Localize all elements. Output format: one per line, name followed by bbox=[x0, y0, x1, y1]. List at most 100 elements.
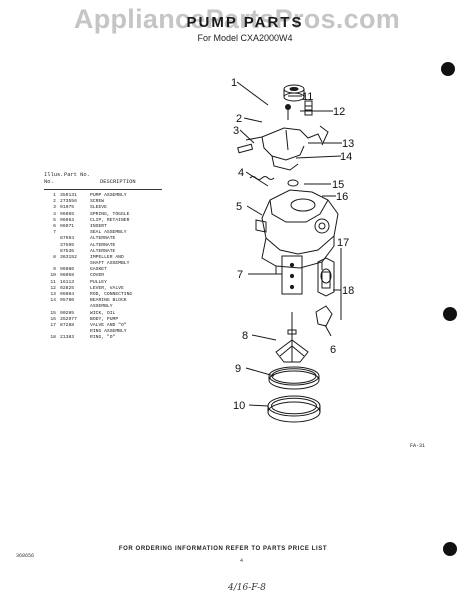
header-description: DESCRIPTION bbox=[100, 179, 136, 185]
callout-15: 15 bbox=[332, 179, 344, 191]
callout-10: 10 bbox=[233, 400, 245, 412]
illus-no-cell: 4 bbox=[53, 211, 56, 217]
callout-13: 13 bbox=[342, 138, 354, 150]
illus-no-cell: 3 bbox=[53, 205, 56, 211]
callout-12: 12 bbox=[333, 106, 345, 118]
callout-2: 2 bbox=[236, 113, 242, 125]
part-no-cell: 273556 bbox=[60, 199, 77, 205]
table-row: 3 91075 SLEEVE bbox=[44, 205, 174, 211]
part-no-cell: 16113 bbox=[60, 279, 75, 285]
header-illus-no: Illus. No. bbox=[44, 172, 64, 185]
table-row: 2 273556 SCREW bbox=[44, 199, 174, 205]
part-no-cell: 96084 bbox=[60, 292, 75, 297]
illus-no-cell: 9 bbox=[53, 267, 56, 273]
model-subtitle: For Model CXA2000W4 bbox=[197, 33, 293, 43]
description-cell: RING ASSEMBLY bbox=[90, 329, 127, 335]
callout-5: 5 bbox=[236, 201, 242, 213]
part-no-cell: 96065 bbox=[60, 211, 75, 217]
description-cell: VALVE AND "O" bbox=[90, 322, 127, 328]
callout-6: 6 bbox=[330, 344, 336, 356]
callout-1: 1 bbox=[231, 77, 237, 89]
part-no-cell: 352977 bbox=[60, 316, 77, 322]
ordering-note: FOR ORDERING INFORMATION REFER TO PARTS … bbox=[118, 546, 328, 552]
description-cell: ALTERNATE bbox=[90, 242, 116, 248]
table-row: 87536 ALTERNATE bbox=[44, 249, 174, 255]
illus-no-cell: 10 bbox=[50, 273, 56, 279]
callout-8: 8 bbox=[242, 330, 248, 342]
callout-3: 3 bbox=[233, 125, 239, 137]
illus-no-cell: 8 bbox=[53, 254, 56, 260]
binder-hole-bottom bbox=[443, 542, 457, 556]
illus-no-cell: 17 bbox=[50, 322, 56, 328]
callout-18: 18 bbox=[342, 285, 354, 297]
illus-no-cell: 16 bbox=[50, 316, 56, 322]
illus-no-cell: 13 bbox=[50, 292, 56, 297]
description-cell: COVER bbox=[90, 273, 105, 279]
binder-hole-middle bbox=[443, 307, 457, 321]
description-cell: IMPELLER AND bbox=[90, 254, 124, 260]
description-cell: RING, "O" bbox=[90, 335, 116, 341]
part-no-cell: 91075 bbox=[60, 205, 75, 211]
part-no-cell: 96063 bbox=[60, 217, 75, 223]
illus-no-cell: 15 bbox=[50, 310, 56, 316]
description-cell: SEAL ASSEMBLY bbox=[90, 230, 127, 236]
table-row: 8 363152 IMPELLER AND bbox=[44, 255, 174, 261]
table-divider bbox=[44, 189, 162, 190]
part-no-cell: 96086 bbox=[60, 267, 75, 273]
page-number: 4 bbox=[240, 558, 244, 564]
part-no-cell: 96058 bbox=[60, 273, 75, 279]
illus-no-cell: 5 bbox=[53, 217, 56, 223]
page-title: PUMP PARTS bbox=[186, 14, 304, 31]
table-row: 12 92825 LEVER, VALVE bbox=[44, 286, 174, 292]
table-row: 17 87288 VALVE AND "O" bbox=[44, 323, 174, 329]
part-no-cell: 87536 bbox=[60, 248, 75, 254]
watermark: AppliancePartsPros.com bbox=[73, 4, 401, 34]
part-no-cell: 87594 bbox=[60, 236, 75, 242]
description-cell: SLEEVE bbox=[90, 205, 107, 211]
table-row: 16 352977 BODY, PUMP bbox=[44, 317, 174, 323]
callout-14: 14 bbox=[340, 151, 352, 163]
table-row: 87594 ALTERNATE bbox=[44, 236, 174, 242]
part-no-cell: 87288 bbox=[60, 322, 75, 328]
description-cell: BODY, PUMP bbox=[90, 316, 119, 322]
description-cell: SHAFT ASSEMBLY bbox=[90, 261, 130, 267]
illus-no-cell: 7 bbox=[53, 230, 56, 236]
description-cell: ROD, CONNECTING bbox=[90, 292, 133, 297]
callout-7: 7 bbox=[237, 269, 243, 281]
callout-4: 4 bbox=[238, 167, 244, 179]
table-row: RING ASSEMBLY bbox=[44, 329, 174, 335]
table-row: 7 SEAL ASSEMBLY bbox=[44, 230, 174, 236]
description-cell: INSERT bbox=[90, 223, 107, 229]
description-cell: ALTERNATE bbox=[90, 236, 116, 242]
part-no-cell: 21383 bbox=[60, 335, 75, 341]
header-part-no: Part No. bbox=[64, 172, 90, 178]
table-row: 13 96084 ROD, CONNECTING bbox=[44, 292, 174, 298]
description-cell: CLIP, RETAINER bbox=[90, 217, 130, 223]
table-row: 5 96063 CLIP, RETAINER bbox=[44, 218, 174, 224]
description-cell: ALTERNATE bbox=[90, 248, 116, 254]
callout-11: 11 bbox=[302, 91, 313, 103]
description-cell: SPRING, TOGGLE bbox=[90, 211, 130, 217]
description-cell: SCREW bbox=[90, 199, 105, 205]
callout-9: 9 bbox=[235, 363, 241, 375]
description-cell: LEVER, VALVE bbox=[90, 285, 124, 291]
callout-16: 16 bbox=[336, 191, 348, 203]
part-no-cell: 92825 bbox=[60, 285, 75, 291]
part-no-cell: 363152 bbox=[60, 254, 77, 260]
callout-17: 17 bbox=[337, 237, 349, 249]
illus-no-cell: 11 bbox=[50, 279, 56, 285]
illus-no-cell: 12 bbox=[50, 285, 56, 291]
illus-no-cell: 2 bbox=[53, 199, 56, 205]
illus-no-cell: 1 bbox=[53, 193, 56, 198]
handwritten-note: 4/16-F-8 bbox=[228, 583, 266, 593]
part-no-cell: 37595 bbox=[60, 242, 75, 248]
part-no-cell: 95780 bbox=[60, 298, 75, 304]
table-row: 4 96065 SPRING, TOGGLE bbox=[44, 212, 174, 218]
